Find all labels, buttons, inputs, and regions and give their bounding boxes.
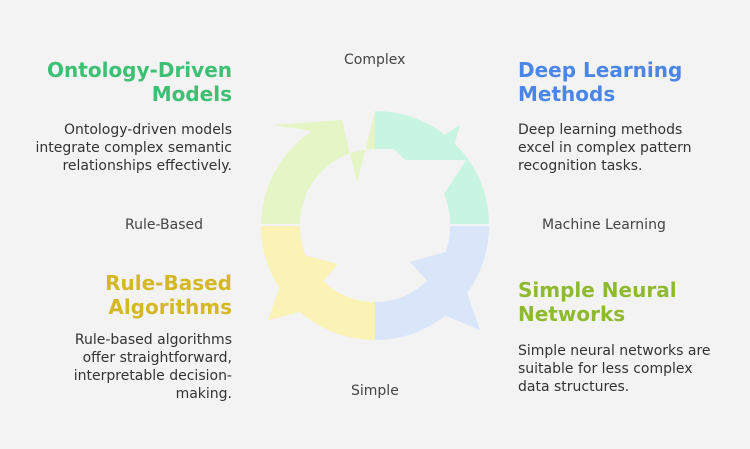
desc-line: Rule-based algorithms bbox=[74, 332, 232, 348]
desc-line: offer straightforward, bbox=[82, 350, 232, 366]
quadrant-title-line: Networks bbox=[518, 302, 626, 326]
desc-line: recognition tasks. bbox=[518, 158, 643, 174]
segment-top-right bbox=[375, 111, 489, 224]
quadrant-desc-rule-based: Rule-based algorithms offer straightforw… bbox=[20, 331, 232, 403]
quadrant-title-ontology: Ontology-Driven Models bbox=[30, 58, 232, 106]
desc-line: relationships effectively. bbox=[62, 158, 232, 174]
segment-top-left bbox=[261, 111, 375, 224]
quadrant-title-line: Methods bbox=[518, 82, 616, 106]
quadrant-title-line: Ontology-Driven bbox=[47, 58, 232, 82]
axis-label-bottom: Simple bbox=[351, 383, 399, 399]
quadrant-title-line: Models bbox=[151, 82, 232, 106]
quadrant-title-line: Simple Neural bbox=[518, 278, 677, 302]
desc-line: integrate complex semantic bbox=[35, 140, 233, 156]
desc-line: data structures. bbox=[518, 379, 630, 395]
desc-line: making. bbox=[175, 386, 232, 402]
quadrant-desc-ontology: Ontology-driven models integrate complex… bbox=[20, 121, 233, 175]
segment-bottom-right bbox=[375, 226, 489, 340]
axis-label-top: Complex bbox=[344, 52, 406, 68]
quadrant-title-rule-based: Rule-Based Algorithms bbox=[30, 271, 232, 319]
quadrant-title-deep-learning: Deep Learning Methods bbox=[518, 58, 738, 106]
quadrant-desc-deep-learning: Deep learning methods excel in complex p… bbox=[518, 121, 738, 175]
quadrant-title-line: Rule-Based bbox=[105, 271, 232, 295]
desc-line: interpretable decision- bbox=[73, 368, 232, 384]
segment-bottom-left bbox=[261, 226, 375, 340]
axis-label-left: Rule-Based bbox=[125, 217, 204, 233]
quadrant-title-line: Algorithms bbox=[108, 295, 232, 319]
quadrant-title-simple-neural: Simple Neural Networks bbox=[518, 278, 738, 326]
desc-line: suitable for less complex bbox=[518, 361, 693, 377]
desc-line: Deep learning methods bbox=[518, 122, 683, 138]
desc-line: Ontology-driven models bbox=[63, 122, 232, 138]
quadrant-desc-simple-neural: Simple neural networks are suitable for … bbox=[518, 342, 744, 396]
desc-line: Simple neural networks are bbox=[518, 343, 711, 359]
desc-line: excel in complex pattern bbox=[518, 140, 692, 156]
axis-label-right: Machine Learning bbox=[542, 217, 666, 233]
quadrant-title-line: Deep Learning bbox=[518, 58, 683, 82]
